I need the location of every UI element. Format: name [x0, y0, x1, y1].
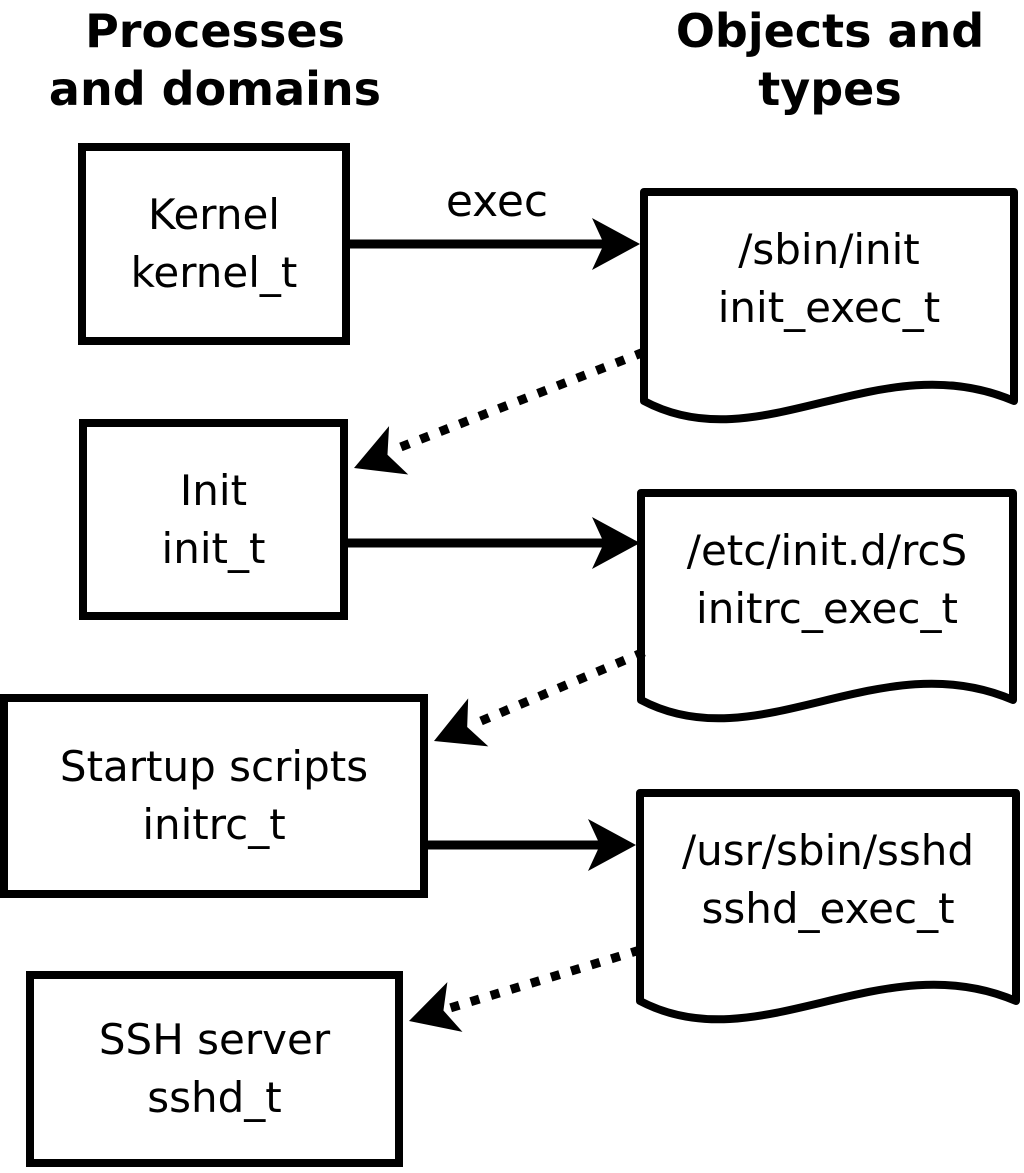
process-box-kernel: Kernel kernel_t [78, 143, 350, 345]
process-box-ssh-server: SSH server sshd_t [26, 971, 403, 1167]
object-type: initrc_exec_t [696, 584, 958, 633]
right-column-header-line2: types [758, 62, 902, 116]
object-path: /etc/init.d/rcS [686, 526, 968, 575]
process-domain: initrc_t [142, 800, 286, 849]
exec-arrow-kernel-to-sbin-init [350, 218, 640, 270]
right-column-header: Objects and types [630, 2, 1024, 118]
right-column-header-line1: Objects and [675, 4, 985, 58]
object-path: /sbin/init [738, 225, 920, 274]
process-name: SSH server [98, 1015, 331, 1064]
object-label-sbin-init: /sbin/init init_exec_t [644, 221, 1014, 337]
exec-arrow-init-to-rcs [347, 517, 640, 569]
exec-arrow-initrc-to-sshd [424, 819, 636, 871]
object-type: init_exec_t [717, 283, 941, 332]
document-shape-etc-initd-rcs [637, 489, 1017, 723]
process-domain: init_t [161, 523, 266, 573]
arrowhead-icon [354, 426, 409, 475]
left-column-header: Processes and domains [19, 2, 411, 118]
arrowhead-icon [592, 517, 640, 569]
document-shape-usr-sbin-sshd [636, 789, 1020, 1024]
arrowhead-icon [434, 698, 489, 747]
process-domain: kernel_t [130, 248, 298, 297]
object-type: sshd_exec_t [701, 884, 955, 933]
object-label-etc-initd-rcs: /etc/init.d/rcS initrc_exec_t [641, 522, 1013, 638]
process-box-startup-scripts: Startup scripts initrc_t [0, 694, 428, 898]
document-shape-sbin-init [640, 188, 1018, 424]
left-column-header-line2: and domains [48, 62, 382, 116]
process-box-init: Init init_t [79, 419, 348, 620]
process-domain: sshd_t [147, 1073, 282, 1122]
arrowhead-icon [409, 982, 463, 1032]
arrowhead-icon [588, 819, 636, 871]
object-path: /usr/sbin/sshd [681, 826, 975, 875]
left-column-header-line1: Processes [85, 4, 345, 58]
exec-arrow-label: exec [445, 176, 549, 227]
process-name: Init [179, 465, 248, 515]
transition-arrow-to-sshd [409, 945, 642, 1032]
object-label-usr-sbin-sshd: /usr/sbin/sshd sshd_exec_t [640, 822, 1016, 938]
process-name: Kernel [148, 190, 280, 239]
transition-arrow-to-initrc [434, 647, 646, 747]
process-name: Startup scripts [59, 742, 369, 791]
arrowhead-icon [592, 218, 640, 270]
transition-arrow-to-init [354, 347, 646, 475]
